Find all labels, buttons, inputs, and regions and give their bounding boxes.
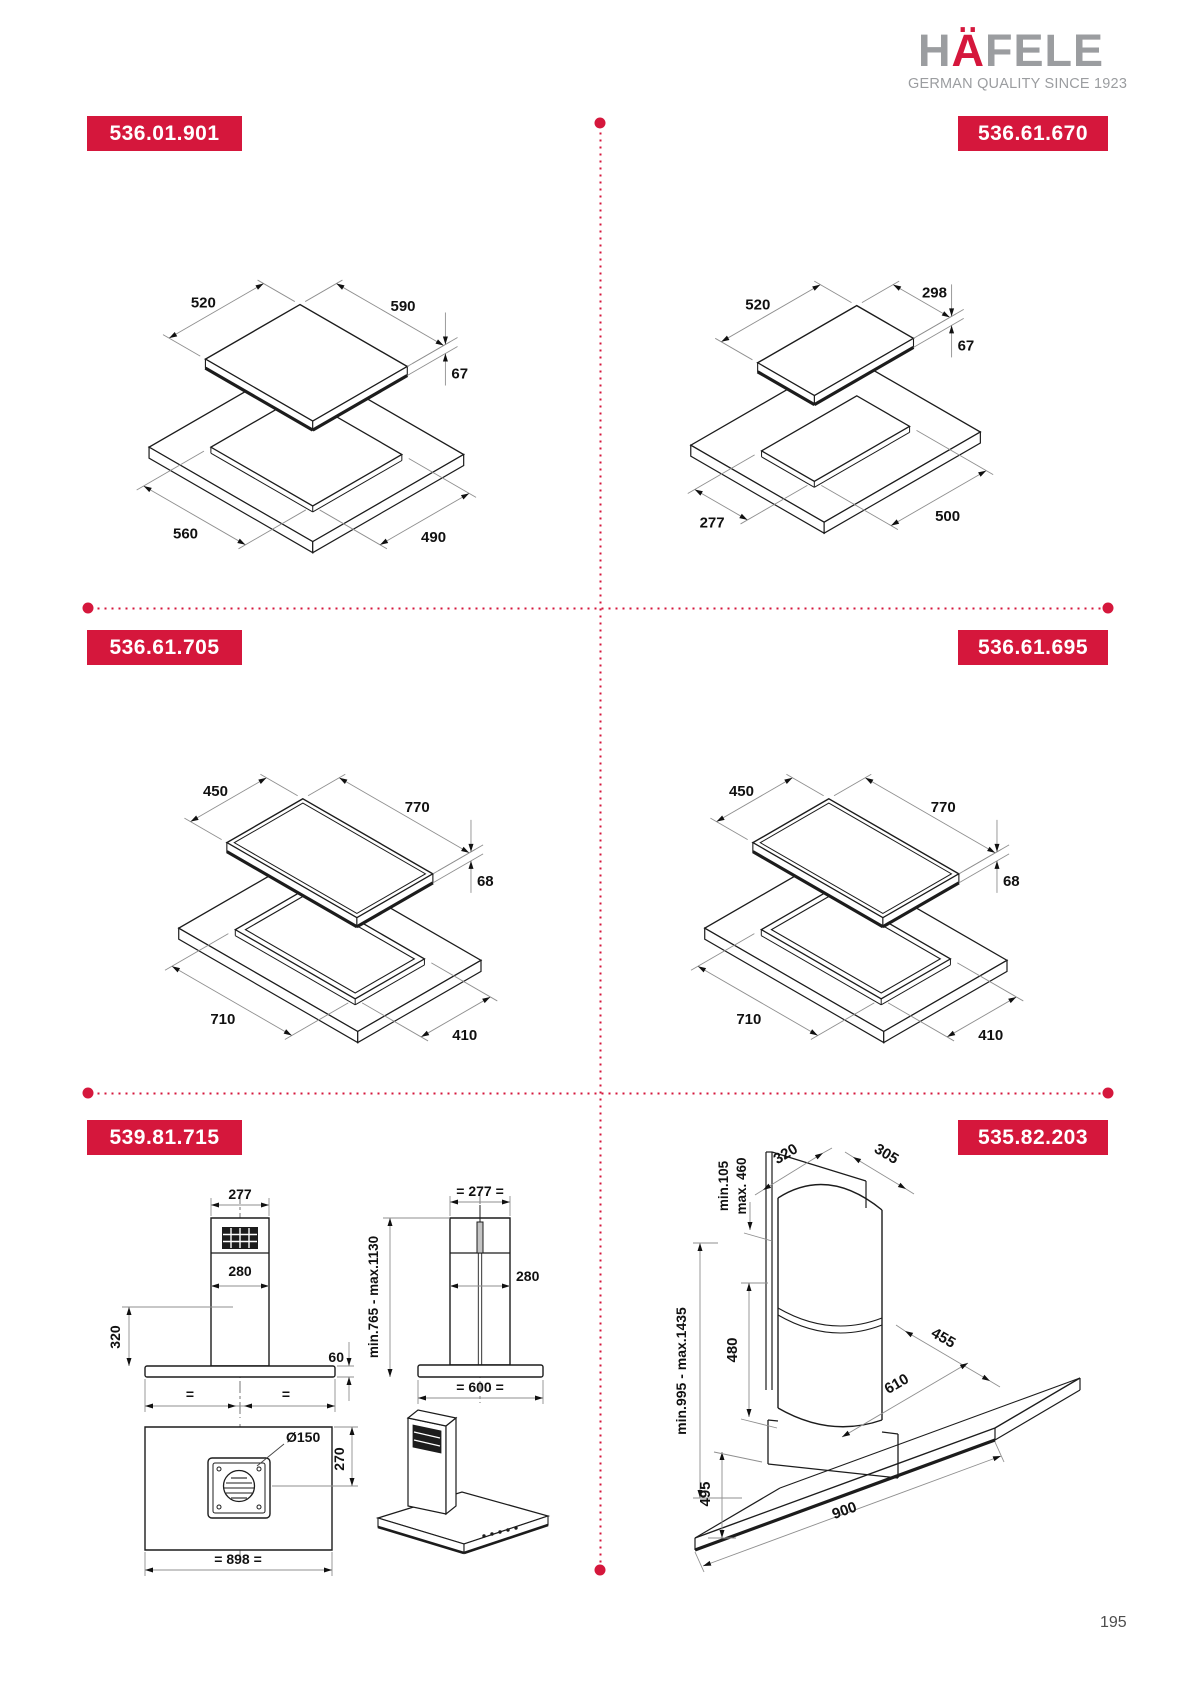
dim-label: max. 460 xyxy=(734,1157,749,1214)
dim-label: 520 xyxy=(191,294,216,311)
dim-label: min.105 xyxy=(716,1160,731,1211)
dim-label: 500 xyxy=(935,508,960,525)
dim-label: 480 xyxy=(724,1337,741,1362)
page-number: 195 xyxy=(1100,1614,1127,1631)
dim-label: 495 xyxy=(697,1481,714,1506)
dim-label: min.765 - max.1130 xyxy=(366,1236,381,1358)
dim-label: = xyxy=(282,1386,290,1402)
dim-label: min.995 - max.1435 xyxy=(673,1307,689,1435)
sku-label-536-61-705: 536.61.705 xyxy=(87,630,242,665)
hob-drawing: 450 770 68 710 410 xyxy=(164,773,498,1044)
sku-label-536-61-695: 536.61.695 xyxy=(958,630,1108,665)
grid-divider-horizontal-1 xyxy=(88,607,1108,610)
grid-dot xyxy=(82,1087,94,1099)
dim-label: 410 xyxy=(452,1027,477,1044)
logo-letter: H xyxy=(917,25,952,76)
diagram-hob-536-01-901: 520 590 67 560 490 xyxy=(136,279,477,554)
dim-label: 280 xyxy=(228,1263,252,1279)
dim-label: 60 xyxy=(328,1349,344,1365)
dim-label: 298 xyxy=(922,285,947,302)
dim-label: 490 xyxy=(421,529,446,546)
hood-drawing: 277 280 320 60 = = Ø150 270 = 898 = = 277 = min.76… xyxy=(107,1183,551,1576)
logo-accent-letter: Ä xyxy=(951,25,985,76)
dim-label: = 277 = xyxy=(456,1183,504,1199)
dim-label: 770 xyxy=(405,799,430,816)
brand-logo-wordmark: HÄFELE xyxy=(908,28,1114,73)
dim-label: 280 xyxy=(516,1268,540,1284)
dim-label: 450 xyxy=(203,783,228,800)
dim-label: = 898 = xyxy=(214,1551,262,1567)
hob-drawing: 450 770 68 710 410 xyxy=(690,773,1024,1044)
dim-label: 270 xyxy=(331,1447,347,1471)
diagram-hob-536-61-705: 450 770 68 710 410 xyxy=(164,773,498,1044)
dim-label: = 600 = xyxy=(456,1379,504,1395)
dim-label: 520 xyxy=(745,297,770,314)
dim-label: 900 xyxy=(830,1499,859,1524)
dim-label: Ø150 xyxy=(286,1429,320,1445)
diagram-hood-539-81-715: 277 280 320 60 = = Ø150 270 = 898 = = 277 = min.76… xyxy=(107,1183,551,1576)
grid-dot xyxy=(1102,1087,1114,1099)
diagram-hob-536-61-695: 450 770 68 710 410 xyxy=(690,773,1024,1044)
grid-divider-horizontal-2 xyxy=(88,1092,1108,1095)
brand-tagline: GERMAN QUALITY SINCE 1923 xyxy=(908,76,1128,92)
grid-dot xyxy=(594,117,606,129)
dim-label: 277 xyxy=(700,515,725,532)
dim-label: = xyxy=(186,1386,194,1402)
grid-dot xyxy=(1102,602,1114,614)
dim-label: 305 xyxy=(871,1140,901,1167)
dim-label: 710 xyxy=(736,1011,761,1028)
sku-label-535-82-203: 535.82.203 xyxy=(958,1120,1108,1155)
dim-label: 277 xyxy=(228,1186,252,1202)
logo-letters: FELE xyxy=(984,25,1104,76)
sku-label-539-81-715: 539.81.715 xyxy=(87,1120,242,1155)
grid-dot xyxy=(82,602,94,614)
grid-divider-vertical xyxy=(599,123,602,1570)
hob-drawing: 520 298 67 277 500 xyxy=(687,280,994,535)
brand-logo: HÄFELE GERMAN QUALITY SINCE 1923 xyxy=(908,28,1128,92)
dim-label: 320 xyxy=(107,1325,123,1349)
dim-label: 320 xyxy=(771,1140,801,1167)
dim-label: 560 xyxy=(173,525,198,542)
grid-dot xyxy=(594,1564,606,1576)
dim-label: 590 xyxy=(390,298,415,315)
dim-label: 610 xyxy=(882,1370,912,1397)
hob-drawing: 520 590 67 560 490 xyxy=(136,279,477,554)
sku-label-536-01-901: 536.01.901 xyxy=(87,116,242,151)
dim-label: 770 xyxy=(931,799,956,816)
dim-label: 67 xyxy=(451,366,468,383)
dim-label: 68 xyxy=(1003,873,1020,890)
diagram-hob-536-61-670: 520 298 67 277 500 xyxy=(687,280,994,535)
dim-label: 67 xyxy=(958,337,975,354)
dim-label: 68 xyxy=(477,873,494,890)
dim-label: 410 xyxy=(978,1027,1003,1044)
dim-label: 710 xyxy=(210,1011,235,1028)
dim-label: 450 xyxy=(729,783,754,800)
sku-label-536-61-670: 536.61.670 xyxy=(958,116,1108,151)
